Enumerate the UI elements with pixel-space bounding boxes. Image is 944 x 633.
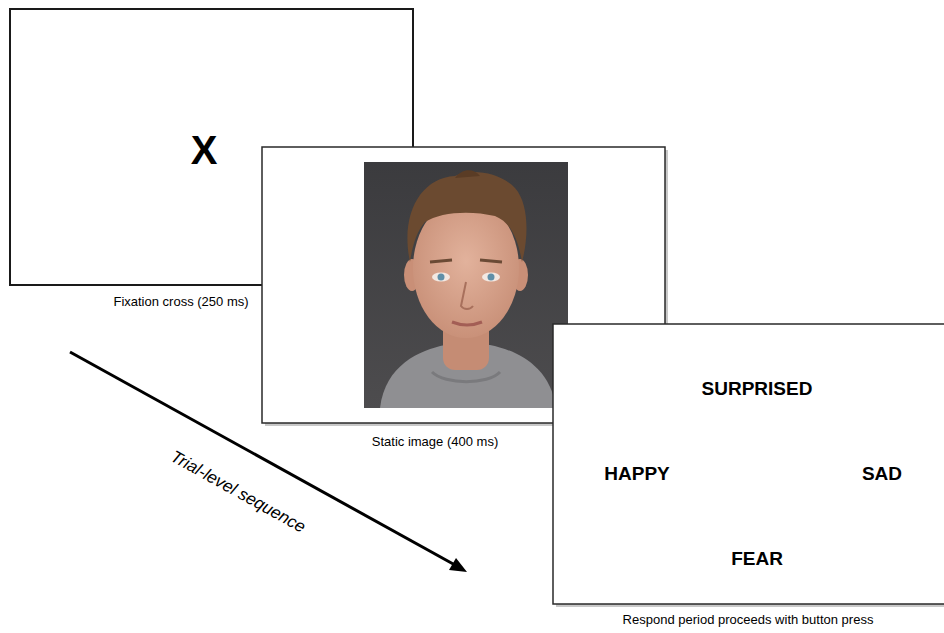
photo-background: [364, 162, 568, 408]
fixation-symbol: X: [191, 127, 218, 173]
sequence-label: Trial-level sequence: [167, 447, 308, 537]
collar: [432, 372, 500, 382]
screen-caption: Fixation cross (250 ms): [113, 295, 248, 310]
screen-caption: Respond period proceeds with button pres…: [623, 613, 874, 628]
screen-frame: [553, 324, 944, 604]
sequence-arrow: [70, 352, 455, 565]
eye: [482, 273, 500, 282]
iris: [488, 274, 495, 281]
fixation-screen: XFixation cross (250 ms): [10, 9, 413, 285]
face-photo: [364, 162, 568, 408]
response-screen: SURPRISEDHAPPYSADFEARRespond period proc…: [553, 324, 944, 604]
arrow-head: [449, 558, 467, 572]
eyebrow: [480, 260, 502, 262]
stimulus-screen: Static image (400 ms): [262, 147, 665, 423]
response-option: FEAR: [731, 548, 783, 570]
response-option: HAPPY: [604, 463, 669, 485]
screen-caption: Static image (400 ms): [372, 435, 498, 450]
response-option: SURPRISED: [702, 378, 813, 400]
nose: [461, 282, 473, 309]
iris: [438, 274, 445, 281]
hair-tuft: [455, 170, 480, 178]
mouth: [452, 322, 482, 325]
eyebrow: [430, 260, 452, 262]
response-option: SAD: [862, 463, 902, 485]
eye: [432, 273, 450, 282]
hair: [407, 172, 526, 262]
